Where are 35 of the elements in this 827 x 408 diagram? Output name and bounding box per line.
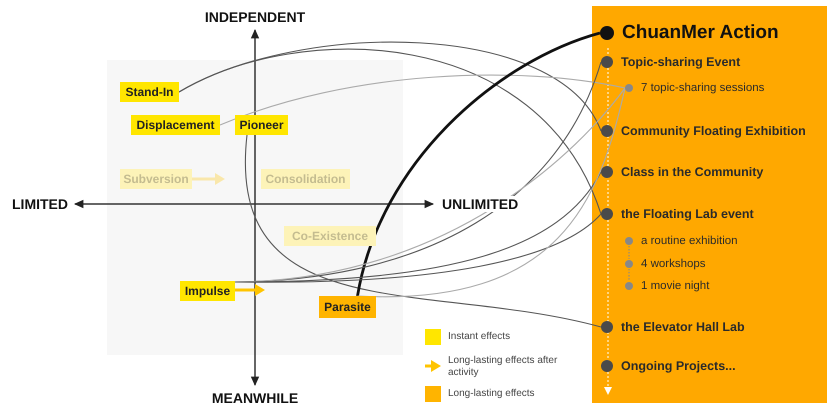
strategy-label: Pioneer bbox=[235, 115, 288, 135]
event-label: the Floating Lab event bbox=[621, 207, 754, 221]
faded-strategy-label: Co-Existence bbox=[284, 226, 376, 246]
faded-strategy-label: Subversion bbox=[120, 169, 192, 189]
axis-label: MEANWHILE bbox=[210, 390, 300, 406]
event-label: the Elevator Hall Lab bbox=[621, 320, 745, 334]
event-label: Ongoing Projects... bbox=[621, 359, 736, 373]
axis-label: UNLIMITED bbox=[440, 196, 520, 212]
legend-label: Long-lasting effects bbox=[448, 388, 536, 400]
timeline-panel bbox=[592, 6, 827, 403]
connector-curve bbox=[178, 49, 602, 214]
faded-strategy-label: Consolidation bbox=[261, 169, 350, 189]
connector-curve bbox=[628, 246, 630, 259]
legend-label: Long-lasting effects after activity bbox=[448, 355, 558, 379]
timeline-title: ChuanMer Action bbox=[622, 22, 779, 44]
connector-curve bbox=[246, 134, 602, 328]
axis-label: LIMITED bbox=[10, 196, 70, 212]
strategy-label: Impulse bbox=[180, 281, 235, 301]
axis-label: INDEPENDENT bbox=[202, 9, 308, 25]
connector-curve bbox=[358, 88, 626, 297]
event-label: Topic-sharing Event bbox=[621, 55, 740, 69]
connector-curve bbox=[356, 32, 600, 296]
connector-curve bbox=[628, 269, 630, 281]
sub-event-label: 1 movie night bbox=[641, 280, 710, 292]
legend-label: Instant effects bbox=[448, 331, 512, 343]
sub-event-label: 4 workshops bbox=[641, 258, 706, 270]
strategy-label: Displacement bbox=[131, 115, 220, 135]
connector-curve bbox=[220, 74, 626, 126]
sub-event-label: a routine exhibition bbox=[641, 235, 738, 247]
strategy-label: Parasite bbox=[319, 296, 376, 318]
event-label: Class in the Community bbox=[621, 165, 764, 179]
event-label: Community Floating Exhibition bbox=[621, 124, 806, 138]
connector-curve bbox=[235, 214, 602, 283]
strategy-label: Stand-In bbox=[120, 82, 179, 102]
sub-event-label: 7 topic-sharing sessions bbox=[641, 82, 764, 94]
